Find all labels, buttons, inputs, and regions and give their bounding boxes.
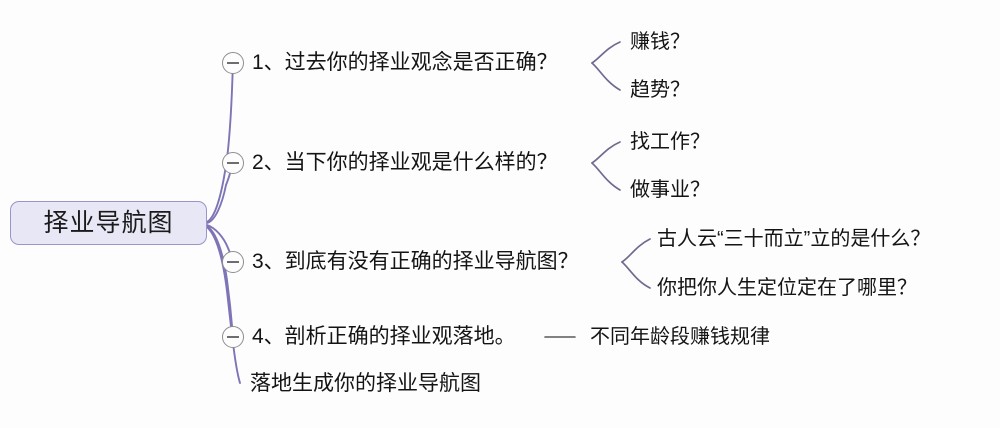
- fork-3-upper: [621, 238, 651, 263]
- collapse-toggle-branch-2[interactable]: [222, 152, 244, 174]
- branch-5-label[interactable]: 落地生成你的择业导航图: [250, 372, 481, 395]
- fork-1-lower: [591, 62, 621, 91]
- branch-1-child-1-label[interactable]: 赚钱？: [630, 31, 690, 53]
- trunk-to-branch-4: [206, 225, 234, 338]
- branch-3-label[interactable]: 3、到底有没有正确的择业导航图？: [252, 250, 579, 273]
- branch-3-child-2-label[interactable]: 你把你人生定位定在了哪里？: [657, 277, 917, 299]
- fork-2-lower: [591, 162, 621, 191]
- branch-4-label[interactable]: 4、剖析正确的择业观落地。: [252, 325, 516, 348]
- branch-1-child-2-label[interactable]: 趋势？: [630, 79, 690, 101]
- root-node[interactable]: 择业导航图: [10, 201, 207, 245]
- collapse-toggle-branch-1[interactable]: [222, 52, 244, 74]
- collapse-toggle-branch-3[interactable]: [222, 251, 244, 273]
- branch-3-child-1-label[interactable]: 古人云“三十而立”立的是什么？: [657, 228, 931, 250]
- trunk-to-branch-1: [206, 62, 234, 223]
- fork-1-upper: [591, 41, 621, 64]
- branch-2-child-1-label[interactable]: 找工作？: [630, 131, 710, 153]
- fork-3-lower: [621, 261, 651, 289]
- branch-1-label[interactable]: 1、过去你的择业观念是否正确？: [252, 51, 558, 74]
- root-node-label: 择业导航图: [43, 208, 174, 237]
- collapse-toggle-branch-4[interactable]: [222, 326, 244, 348]
- fork-2-upper: [591, 141, 621, 164]
- branch-2-child-2-label[interactable]: 做事业？: [630, 179, 710, 201]
- branch-4-tail-label[interactable]: 不同年龄段赚钱规律: [590, 326, 770, 348]
- branch-2-label[interactable]: 2、当下你的择业观是什么样的？: [252, 151, 558, 174]
